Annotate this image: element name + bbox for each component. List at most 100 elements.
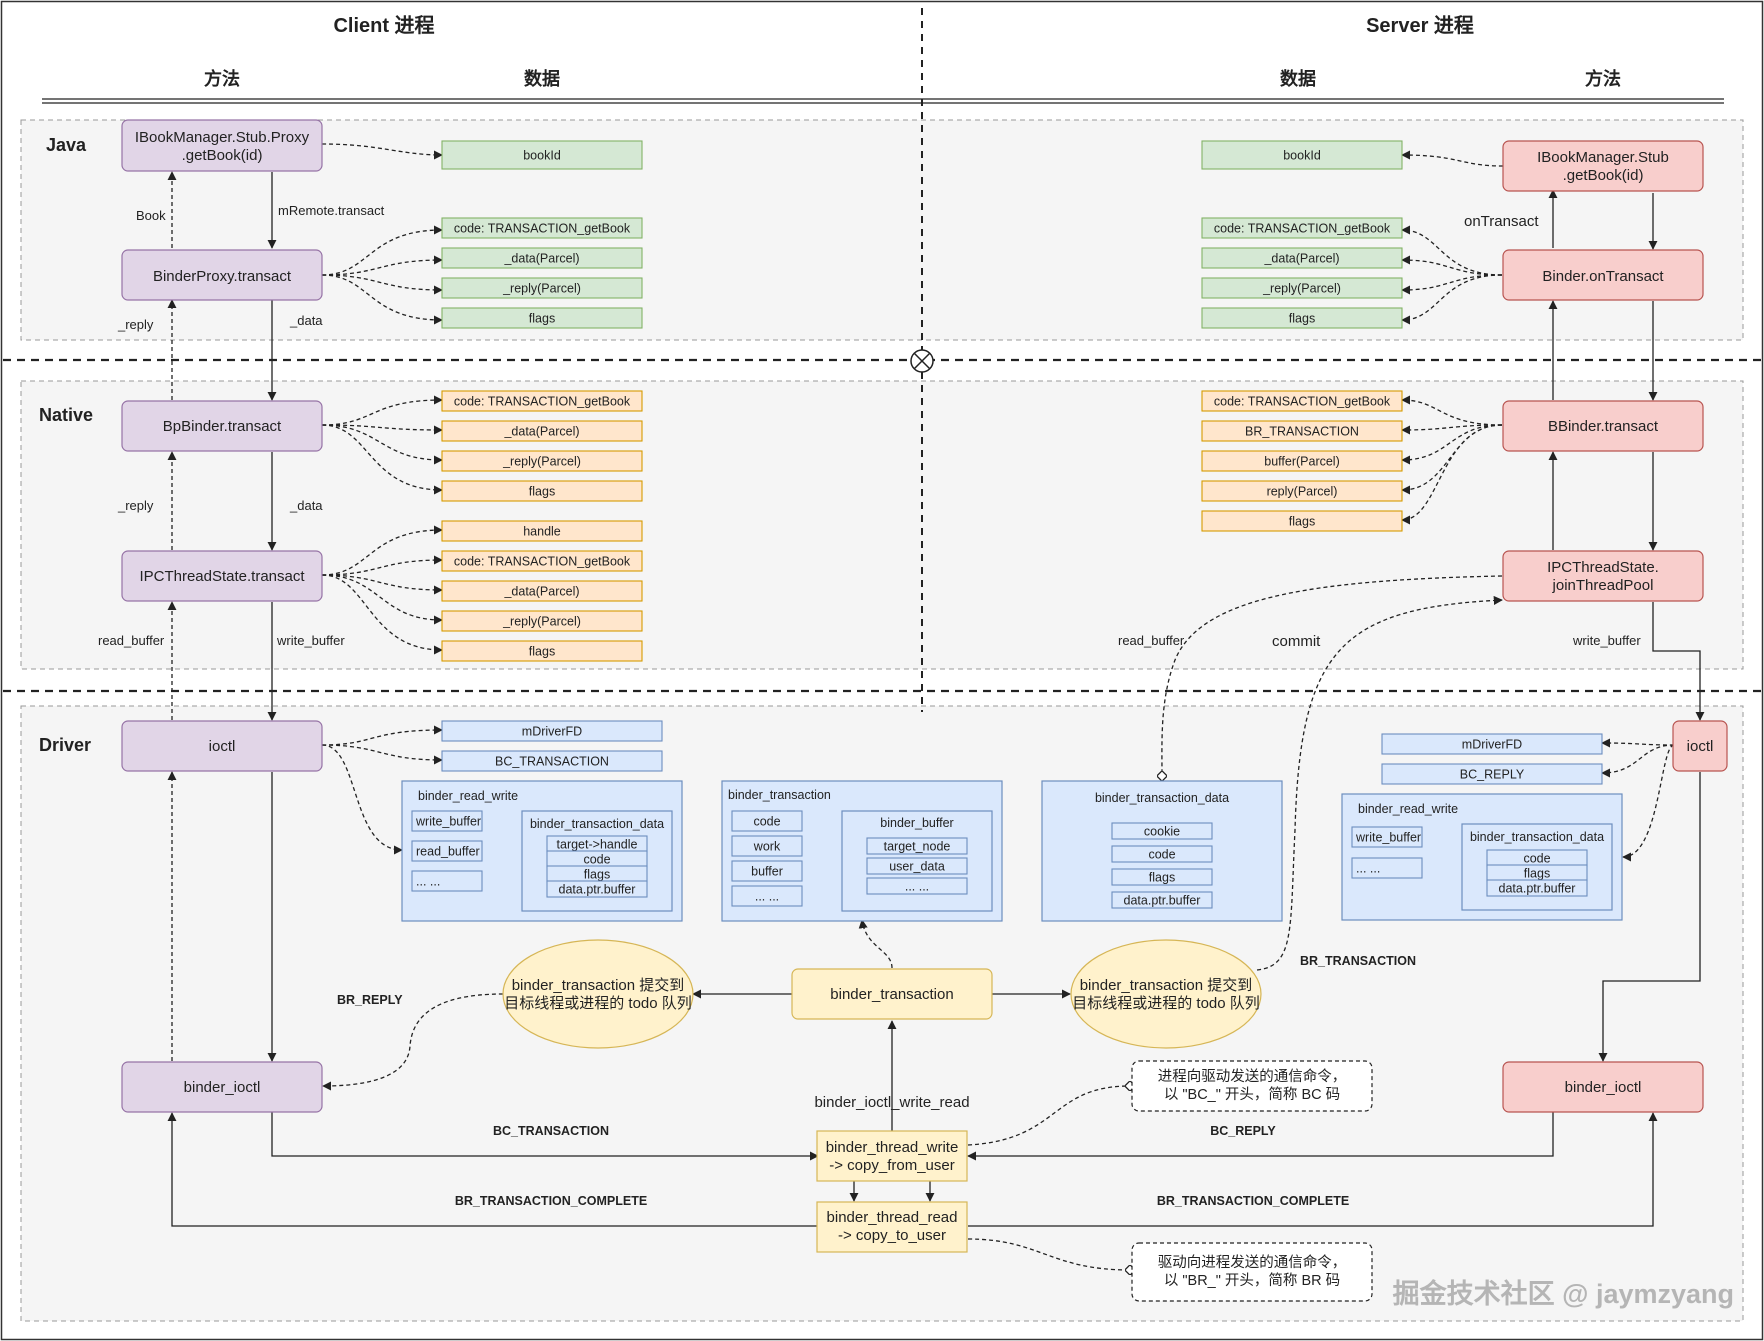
client-header: Client 进程 (333, 14, 434, 37)
client-native-bp-list-item-3: flags (529, 485, 555, 499)
server-brw-inner-item-1: flags (1524, 867, 1550, 881)
server-java-item-1: code: TRANSACTION_getBook (1214, 222, 1391, 236)
label-reply-java: _reply (117, 317, 154, 332)
server-driver-list-item-1-box (1381, 763, 1603, 785)
client-brw-fields-item-0-box (411, 810, 483, 832)
bt-struct-fields: codeworkbuffer... ... (731, 810, 803, 907)
bt-fields-item-2-box (731, 860, 803, 882)
client-bpbinder-node[interactable]: BpBinder.transact (121, 400, 323, 452)
binder-thread-read-line1: binder_thread_read (827, 1209, 958, 1226)
bt-inner-fields: target_nodeuser_data... ... (866, 837, 968, 895)
edges (167, 143, 1705, 1270)
client-binderproxy-node[interactable]: BinderProxy.transact (121, 249, 323, 301)
client-binder-ioctl-node[interactable]: binder_ioctl (121, 1061, 323, 1113)
todo-queue-left-ellipse[interactable]: binder_transaction 提交到 目标线程或进程的 todo 队列 (502, 939, 694, 1049)
client-proxy-getbook-line2: .getBook(id) (182, 147, 263, 164)
client-ioctl-node[interactable]: ioctl (121, 720, 323, 772)
client-java-item-0: bookId (523, 149, 561, 163)
server-bbinder-node[interactable]: BBinder.transact (1502, 400, 1704, 452)
client-brw-inner-item-3: data.ptr.buffer (559, 883, 636, 897)
client-driver-list-item-0-box (441, 720, 663, 742)
binder-transaction-node[interactable]: binder_transaction (791, 968, 993, 1020)
client-brw-inner-item-1: code (583, 853, 610, 867)
server-bbinder-label: BBinder.transact (1548, 418, 1659, 435)
btd-fields-item-0: cookie (1144, 825, 1180, 839)
cross-circle-icon (910, 349, 934, 373)
label-write-buffer-server: write_buffer (1572, 633, 1641, 648)
label-read-buffer-client: read_buffer (98, 633, 165, 648)
br-code-note: 驱动向进程发送的通信命令， 以 "BR_" 开头，简称 BR 码 (1131, 1242, 1373, 1302)
server-brw-inner-item-2: data.ptr.buffer (1499, 882, 1576, 896)
client-native-ipc-list-item-1: code: TRANSACTION_getBook (454, 555, 631, 569)
binder-thread-read-node[interactable]: binder_thread_read -> copy_to_user (816, 1201, 968, 1253)
client-data-header: 数据 (524, 68, 560, 89)
watermark: 掘金技术社区 @ jaymzyang (1393, 1278, 1734, 1309)
client-driver-list-item-1: BC_TRANSACTION (495, 755, 609, 769)
label-br-reply: BR_REPLY (337, 993, 403, 1007)
todo-queue-right-ellipse[interactable]: binder_transaction 提交到 目标线程或进程的 todo 队列 (1070, 939, 1262, 1049)
label-write-buffer-client: write_buffer (276, 633, 345, 648)
client-native-ipc-list-item-4: flags (529, 645, 555, 659)
client-native-bp-list-item-0-box (441, 390, 643, 412)
layer-native-label: Native (39, 405, 93, 425)
client-brw-inner-item-2: flags (584, 868, 610, 882)
server-brw-fields-item-0-box (1351, 826, 1423, 848)
client-native-ipc-list-item-3-box (441, 610, 643, 632)
client-brw-title: binder_read_write (418, 789, 518, 803)
server-brw-inner-title: binder_transaction_data (1470, 830, 1604, 844)
client-java-item-4-box (441, 307, 643, 329)
server-java-item-2-box (1201, 247, 1403, 269)
server-brw-inner-item-0: code (1523, 852, 1550, 866)
client-native-ipc-list-item-0-box (441, 520, 643, 542)
client-brw-fields-item-1-box (411, 840, 483, 862)
bt-inner-item-0-box (866, 837, 968, 855)
label-bc-transaction: BC_TRANSACTION (493, 1124, 609, 1138)
binder-thread-write-node[interactable]: binder_thread_write -> copy_from_user (816, 1130, 968, 1182)
bt-inner-item-1: user_data (889, 860, 945, 874)
client-binder-ioctl-label: binder_ioctl (184, 1079, 261, 1096)
client-binderproxy-label: BinderProxy.transact (153, 268, 292, 285)
label-binder-ioctl-write-read: binder_ioctl_write_read (814, 1094, 969, 1111)
label-mremote-transact: mRemote.transact (278, 203, 385, 218)
label-data-native: _data (289, 498, 323, 513)
server-native-list-item-0-box (1201, 390, 1403, 412)
server-binder-ontransact-node[interactable]: Binder.onTransact (1502, 249, 1704, 301)
bt-fields-item-1: work (753, 840, 781, 854)
bt-inner-title: binder_buffer (880, 816, 953, 830)
btd-struct-title: binder_transaction_data (1095, 791, 1229, 805)
server-ipc-pool-line1: IPCThreadState. (1547, 559, 1659, 576)
server-ioctl-node[interactable]: ioctl (1672, 720, 1728, 772)
client-java-item-0-box (441, 140, 643, 170)
label-commit: commit (1272, 633, 1321, 650)
client-proxy-getbook-node[interactable]: IBookManager.Stub.Proxy .getBook(id) (121, 119, 323, 172)
server-binder-read-write-struct: binder_read_write write_buffer... ... bi… (1341, 793, 1623, 921)
server-native-list-item-4: flags (1289, 515, 1315, 529)
binder-thread-read-line2: -> copy_to_user (838, 1227, 946, 1244)
client-brw-fields-item-0: write_buffer (415, 815, 481, 829)
bt-inner-item-2-box (866, 877, 968, 895)
layer-driver-label: Driver (39, 735, 91, 755)
bt-fields-item-0-box (731, 810, 803, 832)
br-note-line1: 驱动向进程发送的通信命令， (1158, 1253, 1347, 1271)
server-ipc-pool-line2: joinThreadPool (1552, 577, 1654, 594)
server-binder-ioctl-node[interactable]: binder_ioctl (1502, 1061, 1704, 1113)
client-proxy-getbook-line1: IBookManager.Stub.Proxy (135, 129, 310, 146)
btd-fields-item-1-box (1111, 845, 1213, 863)
label-book: Book (136, 208, 166, 223)
btd-fields-item-3: data.ptr.buffer (1124, 894, 1201, 908)
server-stub-getbook-node[interactable]: IBookManager.Stub .getBook(id) (1502, 140, 1704, 192)
client-java-item-4: flags (529, 312, 555, 326)
label-data-java: _data (289, 313, 323, 328)
server-java-item-4: flags (1289, 312, 1315, 326)
btd-fields-item-1: code (1148, 848, 1175, 862)
client-brw-inner-item-0: target->handle (557, 838, 638, 852)
client-native-ipc-list-item-3: _reply(Parcel) (502, 615, 581, 629)
label-br-tc-left: BR_TRANSACTION_COMPLETE (455, 1194, 647, 1208)
server-ipc-pool-node[interactable]: IPCThreadState. joinThreadPool (1502, 550, 1704, 602)
bt-fields-item-2: buffer (751, 865, 783, 879)
client-ipcthreadstate-node[interactable]: IPCThreadState.transact (121, 550, 323, 602)
